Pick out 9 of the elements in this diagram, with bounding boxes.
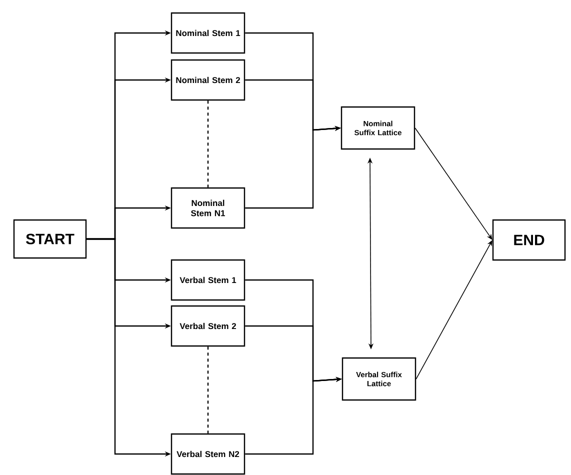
end-box: END (492, 219, 566, 261)
stem-box: Verbal Stem N2 (170, 433, 246, 475)
stem-box: Nominal Stem 2 (170, 59, 246, 101)
start-box: START (13, 219, 87, 259)
arrow (414, 128, 492, 240)
stem-box: Nominal Stem N1 (170, 187, 246, 229)
stem-box: Nominal Stem 1 (170, 12, 246, 54)
stem-box: Verbal Stem 2 (170, 305, 246, 347)
stem-box: Verbal Stem 1 (170, 259, 246, 301)
